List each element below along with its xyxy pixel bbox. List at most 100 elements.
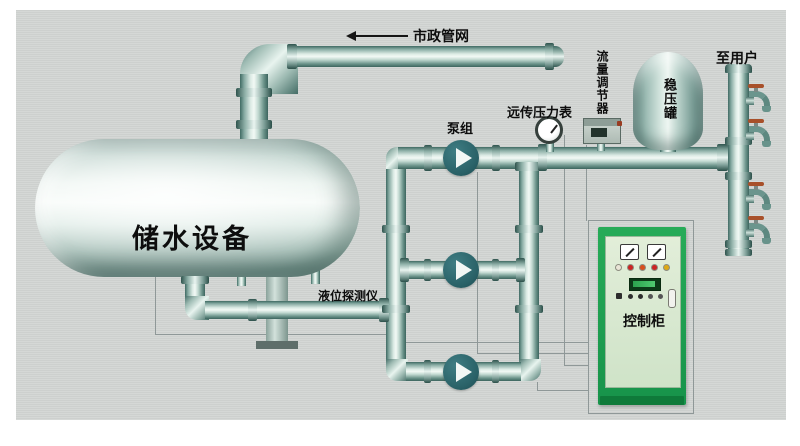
pipe-flange <box>236 120 272 129</box>
control-cabinet-label: 控制柜 <box>623 314 665 330</box>
municipal-pipe <box>290 46 546 67</box>
manifold-left-pipe <box>386 166 406 362</box>
pipe-flange <box>492 360 499 383</box>
panel-button <box>658 294 663 299</box>
lcd-display <box>629 278 661 291</box>
faucet-handle <box>748 216 764 220</box>
pipe-flange <box>400 258 409 282</box>
faucet-icon <box>746 182 774 216</box>
pipe-flange <box>515 225 543 233</box>
stabilizer-tank <box>633 52 703 150</box>
faucet-spout <box>762 141 771 147</box>
faucet-icon <box>746 216 774 250</box>
pipe-flange <box>424 259 431 281</box>
tank-support-base <box>256 341 298 349</box>
gauge-needle <box>550 124 558 134</box>
meter-gauge-icon <box>647 244 666 260</box>
faucet-body <box>749 223 770 243</box>
pipe-flange <box>515 305 543 313</box>
faucet-handle <box>748 182 764 186</box>
flow-regulator-device <box>583 118 622 144</box>
meter-needle <box>652 247 662 258</box>
pipe-flange <box>382 305 410 313</box>
pipe-flange <box>717 144 728 171</box>
regulator-top-band <box>584 119 620 126</box>
faucet-body <box>749 126 770 146</box>
faucet-handle <box>748 119 764 123</box>
pipe-flange <box>248 299 257 321</box>
pipe-flange <box>287 44 297 69</box>
pipe-flange <box>424 145 432 171</box>
pipe-flange <box>424 360 431 383</box>
pipe-flange <box>492 259 499 281</box>
faucet-icon <box>746 119 774 153</box>
regulator-knob <box>617 121 622 126</box>
to-users-label: 至用户 <box>716 51 758 67</box>
faucet-spout <box>762 106 771 112</box>
pressure-gauge-icon <box>535 116 563 144</box>
pump-icon <box>443 354 479 390</box>
liquid-level-detector-label: 液位探测仪 <box>318 289 379 303</box>
pipe-flange <box>725 137 752 145</box>
pipe-flange <box>492 145 500 171</box>
pump-group-label: 泵组 <box>447 122 474 137</box>
panel-button <box>638 294 643 299</box>
pipe-elbow <box>519 359 541 381</box>
flow-regulator-label: 流量调节器 <box>595 50 609 115</box>
cabinet-outline <box>588 220 694 414</box>
tank-drain-stub <box>311 266 320 284</box>
panel-button <box>616 293 622 299</box>
pipe-flange <box>236 88 272 97</box>
faucet-handle <box>748 84 764 88</box>
signal-wire <box>537 382 538 390</box>
municipal-network-label: 市政管网 <box>413 29 469 45</box>
pipe-flange <box>538 144 547 171</box>
indicator-light <box>615 264 622 271</box>
gauge-stem <box>546 140 554 152</box>
lcd-readout <box>633 281 655 287</box>
vertical-indicator <box>668 289 676 308</box>
pipe-elbow <box>386 359 408 381</box>
pipe-flange <box>725 240 752 248</box>
pump-arrow-icon <box>456 362 472 382</box>
indicator-light <box>651 264 658 271</box>
faucet-spout <box>762 238 771 244</box>
storage-tank-label: 储水设备 <box>132 224 252 255</box>
signal-wire <box>586 145 587 221</box>
regulator-display <box>591 128 607 137</box>
pump-icon <box>443 140 479 176</box>
control-cabinet: 控制柜 <box>598 227 686 405</box>
faucet-icon <box>746 84 774 118</box>
faucet-spout <box>762 204 771 210</box>
cabinet-panel: 控制柜 <box>605 236 681 388</box>
pipe-flange <box>515 162 543 171</box>
pipe-flange <box>725 172 752 180</box>
panel-button <box>648 294 653 299</box>
faucet-body <box>749 189 770 209</box>
signal-wire <box>564 135 565 365</box>
storage-tank <box>35 139 360 277</box>
stabilizer-tank-label: 稳压罐 <box>661 78 676 120</box>
faucet-handle-stem <box>754 219 758 224</box>
riser-top-cap <box>725 64 752 73</box>
tank-inlet-pipe <box>240 74 268 148</box>
user-riser-pipe <box>728 70 749 252</box>
faucet-handle-stem <box>754 87 758 92</box>
regulator-stem <box>597 142 605 151</box>
pipe-flange <box>516 258 525 282</box>
faucet-handle-stem <box>754 185 758 190</box>
pump-arrow-icon <box>456 260 472 280</box>
cabinet-base <box>600 396 684 405</box>
flow-direction-arrow-line <box>354 35 408 37</box>
signal-wire <box>397 342 588 343</box>
pump-arrow-icon <box>456 148 472 168</box>
faucet-handle-stem <box>754 122 758 127</box>
pipe-flange <box>181 276 209 284</box>
meter-gauge-icon <box>620 244 639 260</box>
indicator-light <box>663 264 670 271</box>
pressure-gauge-label: 远传压力表 <box>507 106 573 121</box>
signal-wire <box>155 266 156 334</box>
indicator-light <box>639 264 646 271</box>
signal-wire <box>564 365 588 366</box>
